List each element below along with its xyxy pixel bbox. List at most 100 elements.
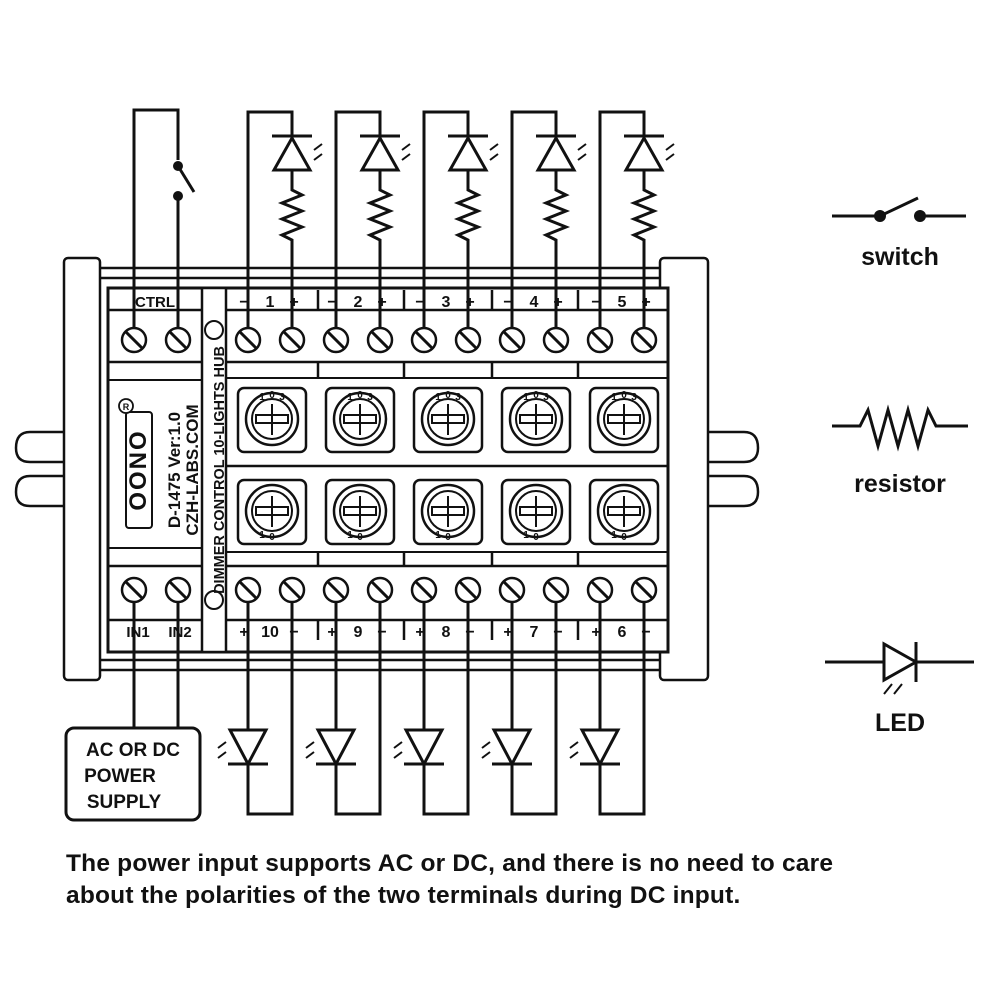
top-screw-terminal-5 bbox=[322, 326, 350, 354]
top-screw-terminal-3 bbox=[234, 326, 262, 354]
pot-mark: 0 bbox=[445, 390, 451, 401]
top-led-circuit-4 bbox=[510, 110, 587, 328]
bottom-channel-7-minus: − bbox=[553, 624, 562, 641]
module-title: DIMMER CONTROL 10-LIGHTS HUB bbox=[212, 346, 228, 594]
bottom-screw-terminal-7 bbox=[410, 576, 438, 604]
switch-lever bbox=[176, 165, 196, 193]
bottom-screw-terminal-4 bbox=[278, 576, 306, 604]
top-channel-2-number: 2 bbox=[354, 294, 363, 311]
top-channel-2-plus: + bbox=[377, 294, 386, 311]
pot-mark: 1 bbox=[435, 392, 441, 403]
pot-mark: 0 bbox=[269, 390, 275, 401]
bottom-channel-6-minus: − bbox=[641, 624, 650, 641]
pot-mark: 1 bbox=[435, 530, 441, 541]
top-screw-terminal-6 bbox=[366, 326, 394, 354]
bottom-screw-terminal-5 bbox=[322, 576, 350, 604]
external-wiring bbox=[132, 108, 675, 816]
top-channel-4-minus: − bbox=[503, 294, 512, 311]
pot-mark: 1 bbox=[347, 392, 353, 403]
din-rail-mount bbox=[14, 256, 760, 682]
top-screw-terminal-2 bbox=[164, 326, 192, 354]
pot-mark: 1 bbox=[523, 530, 529, 541]
brand-logo: OONO bbox=[125, 429, 152, 510]
bottom-screw-terminal-11 bbox=[586, 576, 614, 604]
bottom-screw-terminal-9 bbox=[498, 576, 526, 604]
bottom-channel-8-plus: + bbox=[415, 624, 424, 641]
pot-mark: 0 bbox=[445, 532, 451, 543]
top-channel-4-plus: + bbox=[553, 294, 562, 311]
top-channel-1-number: 1 bbox=[266, 294, 275, 311]
caption-line1: The power input supports AC or DC, and t… bbox=[66, 850, 834, 877]
pot-mark: 3 bbox=[543, 392, 549, 403]
power-supply-box bbox=[64, 726, 202, 822]
top-channel-3-minus: − bbox=[415, 294, 424, 311]
module-model: D-1475 Ver:1.0 bbox=[165, 412, 184, 528]
pot-mark: 0 bbox=[357, 390, 363, 401]
bottom-channel-8-minus: − bbox=[465, 624, 474, 641]
bottom-led-circuit-2 bbox=[305, 602, 382, 816]
top-screw-terminal-10 bbox=[542, 326, 570, 354]
bottom-screw-terminal-1 bbox=[120, 576, 148, 604]
svg-text:R: R bbox=[123, 402, 130, 412]
bottom-channel-8-number: 8 bbox=[442, 624, 451, 641]
bottom-channel-9-minus: − bbox=[377, 624, 386, 641]
trademark-icon: R bbox=[118, 398, 134, 414]
top-screw-terminal-8 bbox=[454, 326, 482, 354]
bottom-screw-terminal-8 bbox=[454, 576, 482, 604]
legend-switch-label: switch bbox=[861, 243, 939, 271]
top-channel-5-plus: + bbox=[641, 294, 650, 311]
top-led-circuit-3 bbox=[422, 110, 499, 328]
caption: The power input supports AC or DC, and t… bbox=[66, 848, 991, 912]
bottom-led-circuit-4 bbox=[481, 602, 558, 816]
legend-switch-symbol bbox=[832, 196, 966, 222]
bottom-channel-9-plus: + bbox=[327, 624, 336, 641]
pot-mark: 3 bbox=[631, 392, 637, 403]
bottom-channel-10-minus: − bbox=[289, 624, 298, 641]
top-channel-2-minus: − bbox=[327, 294, 336, 311]
bottom-channel-6-plus: + bbox=[591, 624, 600, 641]
bottom-screw-terminal-3 bbox=[234, 576, 262, 604]
in2-label: IN2 bbox=[168, 624, 191, 641]
top-screw-terminal-4 bbox=[278, 326, 306, 354]
pot-mark: 0 bbox=[533, 532, 539, 543]
top-channel-1-plus: + bbox=[289, 294, 298, 311]
top-screw-terminal-12 bbox=[630, 326, 658, 354]
bottom-led-circuit-5 bbox=[569, 602, 646, 816]
pot-mark: 0 bbox=[621, 390, 627, 401]
bottom-led-circuit-1 bbox=[217, 602, 294, 816]
top-screw-terminal-7 bbox=[410, 326, 438, 354]
top-channel-5-minus: − bbox=[591, 294, 600, 311]
bottom-channel-9-number: 9 bbox=[354, 624, 363, 641]
top-led-circuit-5 bbox=[598, 110, 675, 328]
module-website: CZH-LABS.COM bbox=[183, 404, 202, 535]
legend-led-symbol bbox=[825, 641, 974, 695]
top-screw-terminal-9 bbox=[498, 326, 526, 354]
bottom-screw-terminal-2 bbox=[164, 576, 192, 604]
power-supply-line3: SUPPLY bbox=[87, 792, 162, 813]
caption-line2: about the polarities of the two terminal… bbox=[66, 882, 741, 909]
legend-resistor-symbol bbox=[832, 404, 968, 452]
power-supply-line1: AC OR DC bbox=[86, 740, 180, 761]
pot-mark: 1 bbox=[611, 392, 617, 403]
pot-mark: 3 bbox=[367, 392, 373, 403]
top-screw-terminal-11 bbox=[586, 326, 614, 354]
top-channel-5-number: 5 bbox=[618, 294, 627, 311]
ctrl-label: CTRL bbox=[135, 294, 175, 311]
pot-mark: 1 bbox=[611, 530, 617, 541]
pot-mark: 1 bbox=[259, 530, 265, 541]
top-channel-4-number: 4 bbox=[530, 294, 539, 311]
bottom-channel-10-number: 10 bbox=[261, 624, 279, 641]
top-channel-3-plus: + bbox=[465, 294, 474, 311]
top-screw-terminal-1 bbox=[120, 326, 148, 354]
